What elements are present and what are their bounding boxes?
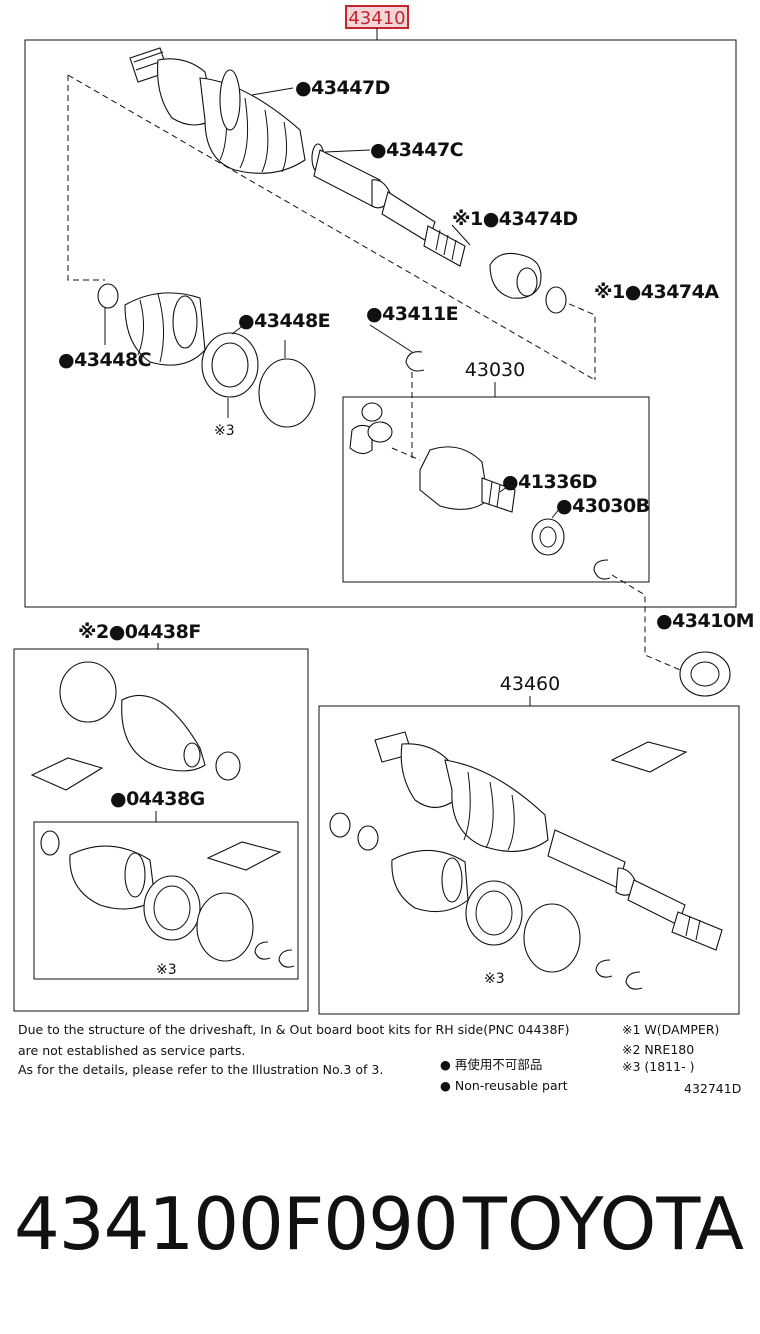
kit-g-ring-2[interactable] bbox=[278, 949, 295, 968]
brand-name: TOYOTA bbox=[462, 1182, 744, 1266]
shaft-clamp-1[interactable] bbox=[329, 812, 351, 838]
boot-kit-box-04438G bbox=[33, 821, 299, 980]
part-number: 434100F090 bbox=[14, 1182, 459, 1266]
label-43448E[interactable]: ●43448E bbox=[238, 310, 331, 332]
assembly-dashed-outline bbox=[67, 75, 105, 281]
snap-ring-b[interactable] bbox=[593, 559, 611, 580]
shaft-grease[interactable] bbox=[610, 741, 688, 773]
label-43411E[interactable]: ●43411E bbox=[366, 303, 459, 325]
label-43447D[interactable]: ●43447D bbox=[295, 77, 390, 99]
inner-joint-box-43030 bbox=[342, 396, 650, 583]
kit-g-clamp-large[interactable] bbox=[196, 892, 254, 962]
label-04438F[interactable]: ※2●04438F bbox=[78, 621, 201, 643]
legend-jp: ● 再使用不可部品 bbox=[440, 1057, 542, 1072]
kit-g-grease[interactable] bbox=[206, 841, 282, 871]
shaft-clamp-2[interactable] bbox=[357, 825, 379, 851]
label-43030[interactable]: 43030 bbox=[465, 359, 525, 381]
shaft-insert[interactable] bbox=[465, 880, 523, 946]
boot-clamp-large[interactable] bbox=[258, 358, 316, 428]
label-04438G[interactable]: ●04438G bbox=[110, 788, 205, 810]
label-mark3-b: ※3 bbox=[156, 962, 177, 978]
legend-en: ● Non-reusable part bbox=[440, 1078, 568, 1093]
kit-f-grease[interactable] bbox=[30, 757, 104, 791]
label-43474A[interactable]: ※1●43474A bbox=[594, 281, 720, 303]
assembly-frame-43410 bbox=[24, 39, 737, 608]
label-43410M[interactable]: ●43410M bbox=[656, 610, 755, 632]
seal-43030B[interactable] bbox=[531, 518, 565, 556]
assembly-title-text: 43410 bbox=[348, 8, 405, 29]
label-43474D[interactable]: ※1●43474D bbox=[452, 208, 578, 230]
damper-clamp-43474A[interactable] bbox=[545, 286, 567, 314]
footnote-2: ※2 NRE180 bbox=[622, 1042, 694, 1057]
assembly-title-43410[interactable]: 43410 bbox=[345, 5, 409, 40]
label-mark3-a: ※3 bbox=[214, 423, 235, 439]
label-41336D[interactable]: ●41336D bbox=[502, 471, 597, 493]
outer-cv-joint-shaft[interactable] bbox=[129, 47, 466, 267]
illustration-id: 432741D bbox=[684, 1081, 741, 1096]
snap-ring-43411E[interactable] bbox=[405, 351, 425, 372]
kit-f-boot[interactable] bbox=[121, 695, 206, 772]
bearing-43410M[interactable] bbox=[679, 651, 731, 697]
note-line-1: Due to the structure of the driveshaft, … bbox=[18, 1022, 570, 1037]
kit-g-clamp-small[interactable] bbox=[40, 830, 60, 856]
kit-g-ring-1[interactable] bbox=[254, 941, 271, 960]
label-mark3-c: ※3 bbox=[484, 971, 505, 987]
note-line-2: are not established as service parts. bbox=[18, 1043, 245, 1058]
footnote-3: ※3 (1811- ) bbox=[622, 1059, 694, 1074]
boot-clamp-small-43448C[interactable] bbox=[97, 283, 119, 309]
boot-insert-43448E[interactable] bbox=[201, 332, 259, 398]
shaft-clamp-large[interactable] bbox=[523, 903, 581, 973]
label-43460[interactable]: 43460 bbox=[500, 673, 560, 695]
driveshaft-box-43460 bbox=[318, 705, 740, 1015]
driveshaft-exploded-diagram: 43410 ●43447D ●43447C bbox=[13, 5, 755, 1096]
shaft-inner-boot[interactable] bbox=[391, 849, 469, 913]
label-43447C[interactable]: ●43447C bbox=[370, 139, 464, 161]
shaft-ring-1[interactable] bbox=[595, 959, 613, 978]
label-43448C[interactable]: ●43448C bbox=[58, 349, 152, 371]
kit-g-boot[interactable] bbox=[69, 845, 156, 910]
inner-joint-housing[interactable] bbox=[419, 446, 516, 513]
damper-43474D[interactable] bbox=[489, 252, 542, 299]
boot-kit-box-04438F bbox=[13, 648, 309, 1012]
kit-g-insert[interactable] bbox=[143, 875, 201, 941]
shaft-ring-2[interactable] bbox=[625, 971, 643, 990]
driveshaft-43460[interactable] bbox=[374, 731, 723, 951]
tripod-joint[interactable] bbox=[349, 402, 393, 455]
label-43030B[interactable]: ●43030B bbox=[556, 495, 650, 517]
inner-boot[interactable] bbox=[124, 292, 206, 366]
footnote-1: ※1 W(DAMPER) bbox=[622, 1022, 719, 1037]
kit-f-clamp-large[interactable] bbox=[59, 661, 117, 723]
kit-f-clamp-small[interactable] bbox=[215, 751, 241, 781]
note-line-3: As for the details, please refer to the … bbox=[18, 1062, 383, 1077]
